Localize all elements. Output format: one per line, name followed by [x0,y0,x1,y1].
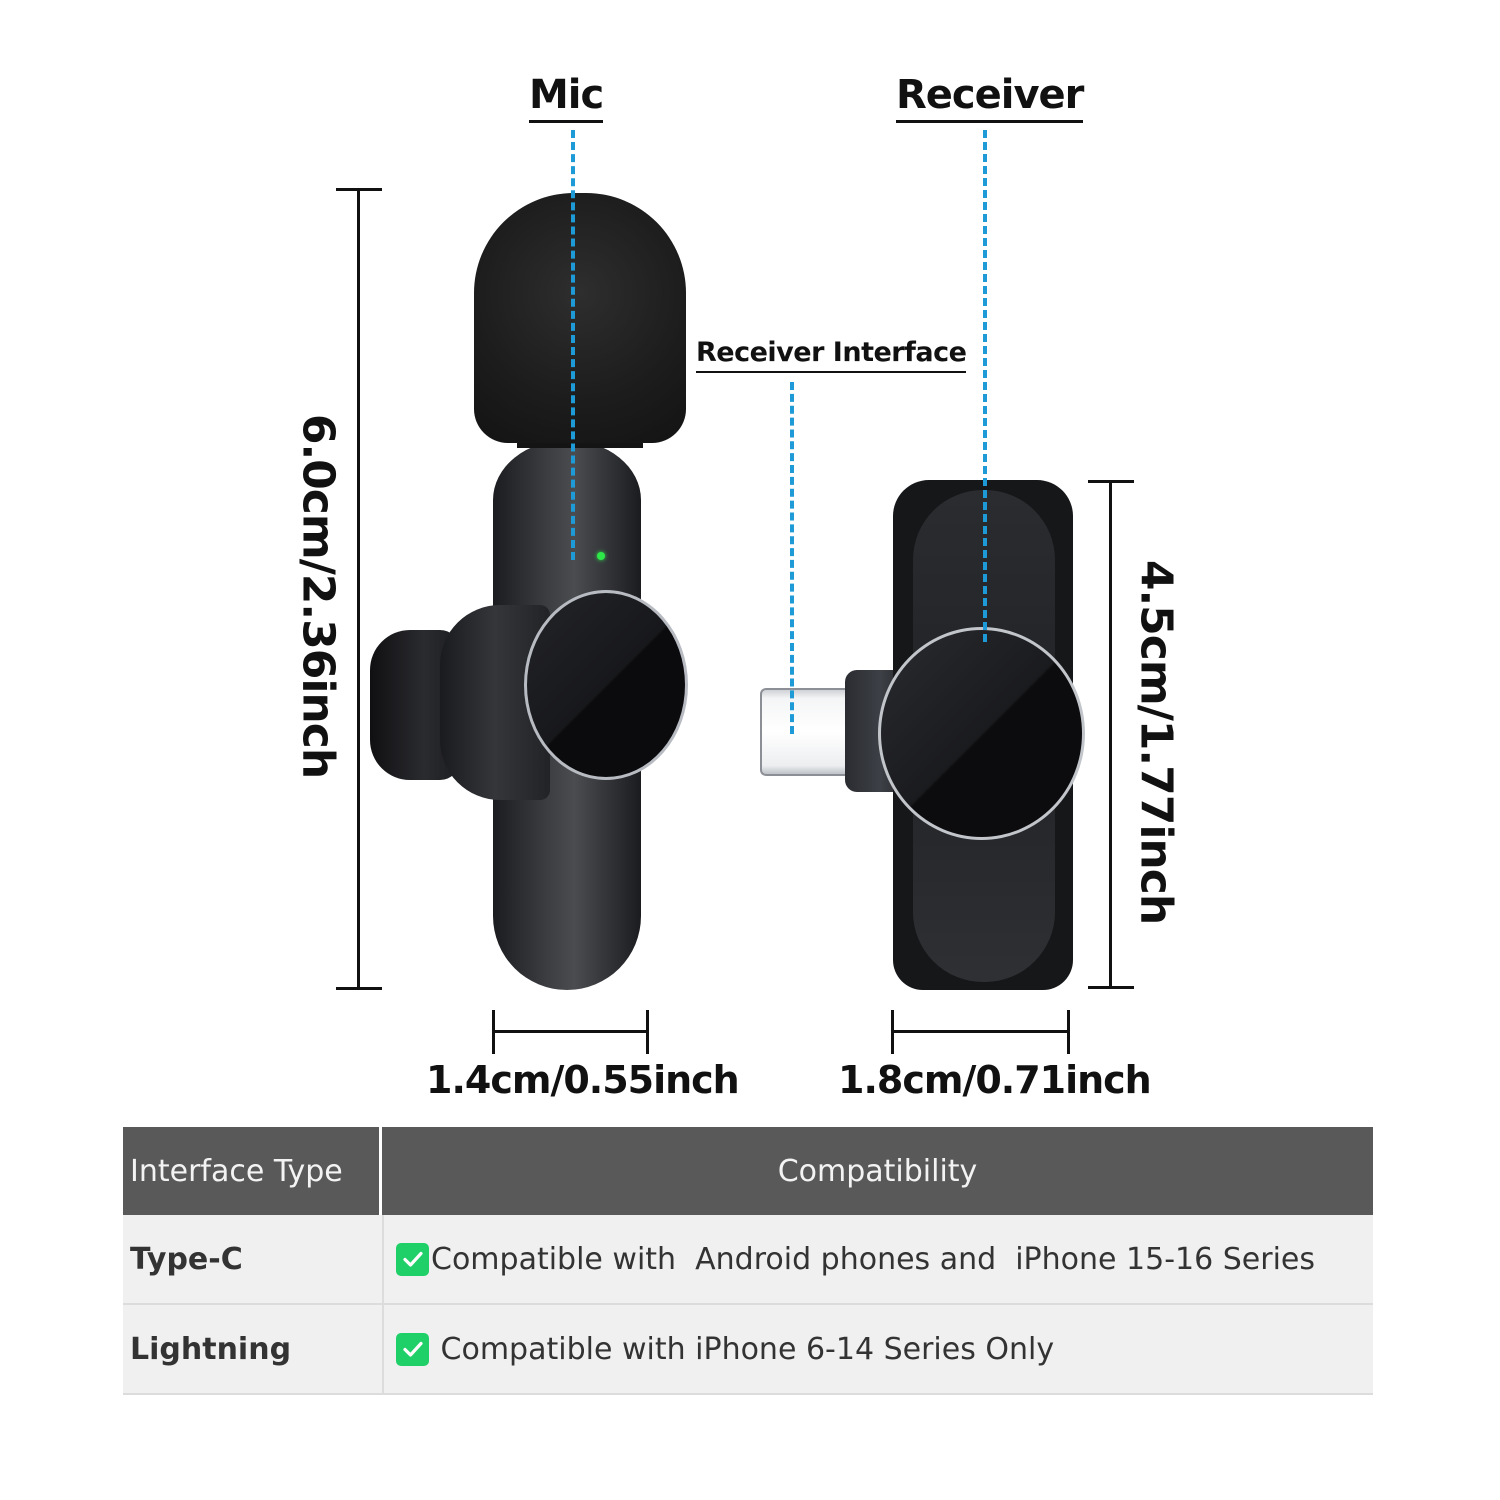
header-compatibility: Compatibility [777,1153,978,1189]
dim-cap-right [646,1010,649,1054]
cell-compatibility: Compatible with iPhone 6-14 Series Only [384,1305,1373,1393]
usb-c-plug [760,688,852,776]
dim-cap-bottom [336,987,382,990]
mic-led-indicator-icon [597,552,605,560]
mic-label: Mic [529,72,604,123]
cell-interface-type: Lightning [123,1305,384,1393]
mic-foam-windscreen [474,193,686,443]
dim-line [1109,480,1112,989]
compatibility-table: Interface Type Compatibility Type-C Comp… [123,1127,1373,1395]
header-interface-type: Interface Type [123,1127,382,1215]
table-header: Interface Type Compatibility [123,1127,1373,1215]
mic-leader-line [571,130,575,560]
dim-line [357,188,360,990]
receiver-interface-label: Receiver Interface [696,337,967,373]
cell-compatibility: Compatible with Android phones and iPhon… [384,1215,1373,1303]
compatibility-text: Compatible with iPhone 6-14 Series Only [431,1331,1055,1367]
receiver-leader-line [983,130,987,642]
check-box-icon [396,1242,429,1276]
table-row: Lightning Compatible with iPhone 6-14 Se… [123,1305,1373,1395]
receiver-height-text: 4.5cm/1.77inch [1130,559,1182,925]
cell-interface-type: Type-C [123,1215,384,1303]
dim-cap-right [1067,1010,1070,1054]
mic-width-text: 1.4cm/0.55inch [426,1058,740,1102]
mic-clip-disc [524,590,688,780]
dim-line [891,1030,1070,1033]
check-box-icon [396,1332,429,1366]
compatibility-text: Compatible with Android phones and iPhon… [431,1241,1315,1277]
dim-line [492,1030,649,1033]
receiver-label: Receiver [896,72,1084,123]
receiver-width-text: 1.8cm/0.71inch [838,1058,1152,1102]
table-row: Type-C Compatible with Android phones an… [123,1215,1373,1305]
receiver-disc [878,627,1085,840]
receiver-interface-leader-line [790,382,794,734]
dim-cap-bottom [1088,986,1134,989]
mic-height-text: 6.0cm/2.36inch [292,413,344,779]
